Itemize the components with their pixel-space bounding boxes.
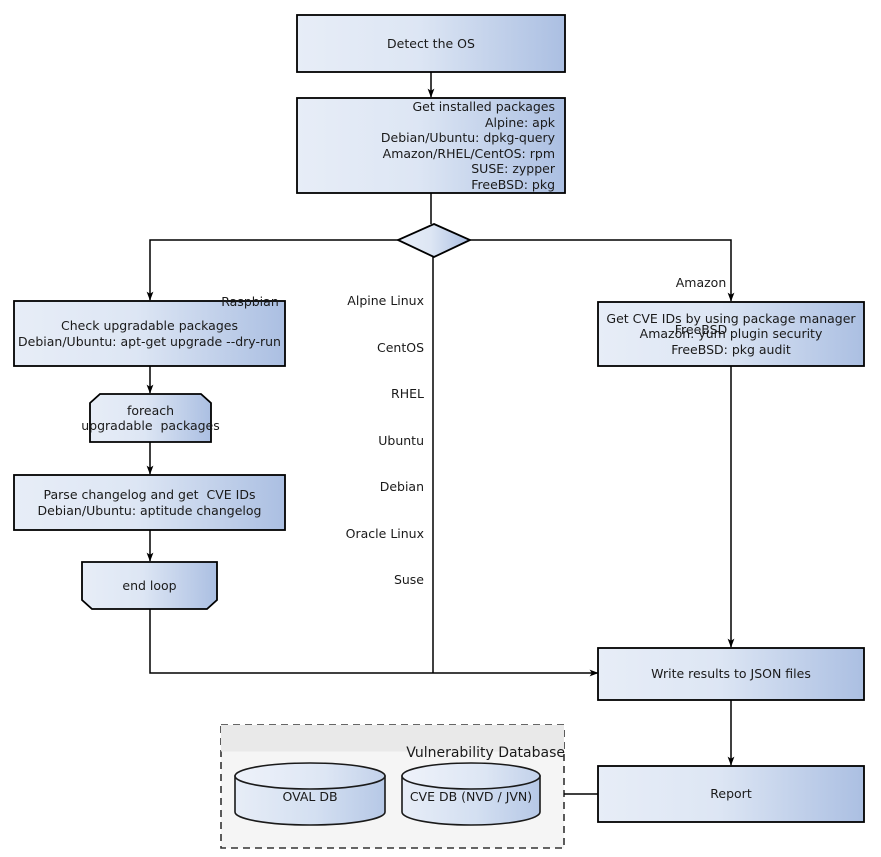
node-oval-db[interactable] <box>234 762 386 826</box>
node-get-cve-ids[interactable] <box>597 301 865 367</box>
raspbian-text: Raspbian <box>221 294 279 309</box>
node-os-decision[interactable] <box>395 223 473 258</box>
edge-decision-right-amazon <box>470 239 735 302</box>
oslist-line-2: CentOS <box>376 339 424 355</box>
group-title-vulnerability-database: Vulnerability Database <box>240 729 565 777</box>
node-cve-db[interactable] <box>401 762 541 826</box>
amazon-text: Amazon <box>675 275 727 290</box>
edge-decision-left-raspbian <box>146 239 398 301</box>
edges <box>146 72 735 795</box>
edge-endloop-to-write <box>149 609 599 677</box>
vuln-db-title-text: Vulnerability Database <box>406 745 565 761</box>
node-get-installed-packages[interactable] <box>296 97 566 194</box>
node-foreach-loop-start[interactable] <box>89 393 212 443</box>
node-end-loop[interactable] <box>81 561 218 610</box>
node-parse-changelog[interactable] <box>13 474 286 531</box>
oslist-line-5: Debian <box>379 479 424 494</box>
freebsd-text: FreeBSD <box>674 321 728 337</box>
oslist-line-1: Alpine Linux <box>347 293 424 308</box>
edge-label-amazon-freebsd: Amazon FreeBSD <box>611 244 791 368</box>
node-detect-os[interactable] <box>296 14 566 73</box>
oslist-line-7: Suse <box>393 572 424 587</box>
oslist-line-3: RHEL <box>391 386 424 401</box>
edge-label-raspbian: Raspbian <box>160 263 340 341</box>
node-write-results[interactable] <box>597 647 865 701</box>
oslist-line-4: Ubuntu <box>378 432 424 448</box>
node-check-upgradable[interactable] <box>13 300 286 367</box>
oslist-line-6: Oracle Linux <box>345 525 424 541</box>
node-report[interactable] <box>597 765 865 823</box>
edge-label-os-list: Alpine Linux CentOS RHEL Ubuntu Debian O… <box>264 262 424 619</box>
